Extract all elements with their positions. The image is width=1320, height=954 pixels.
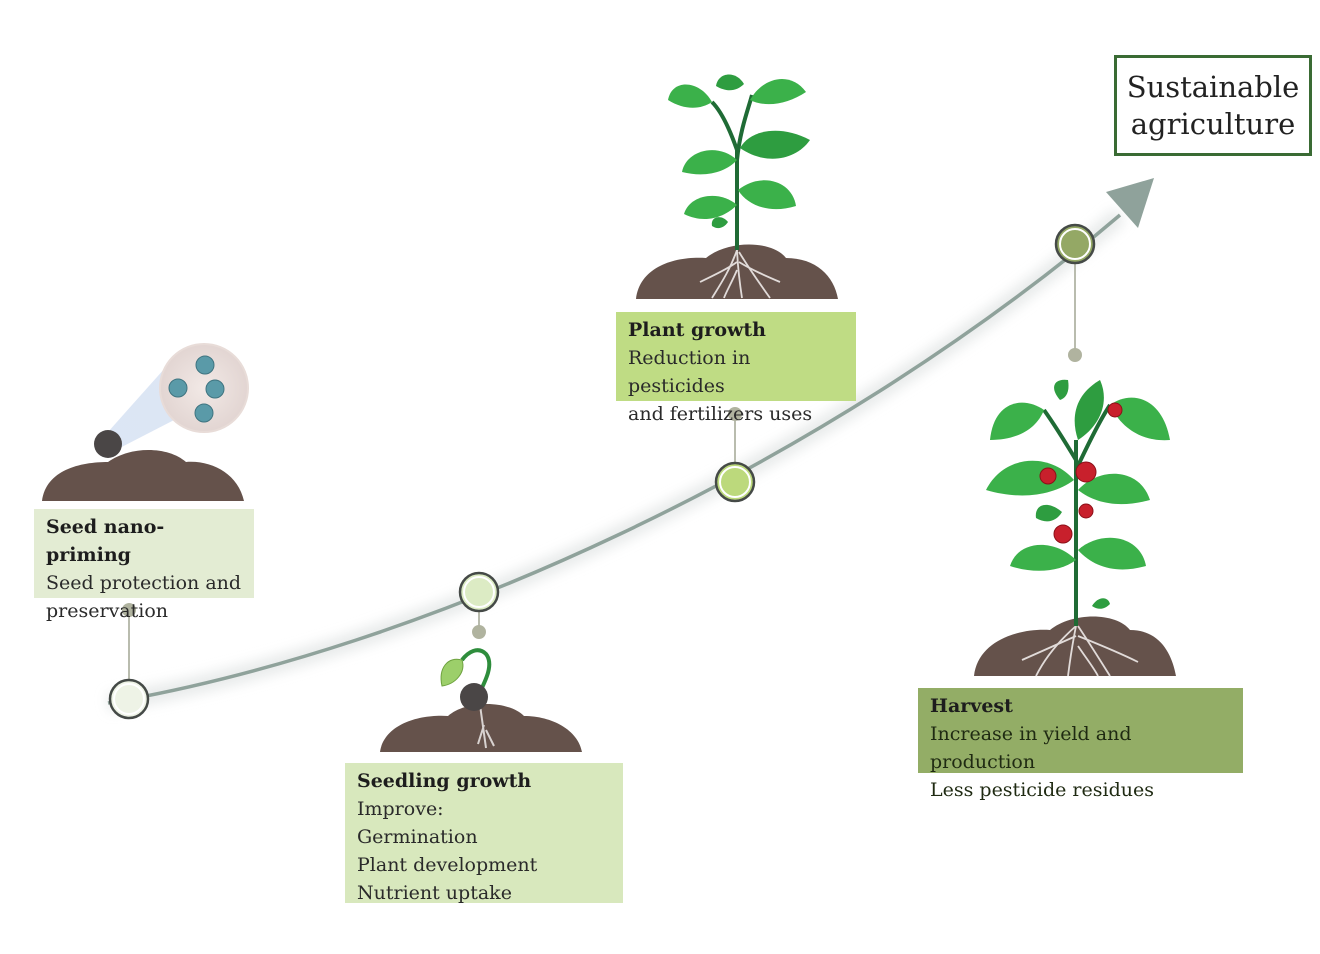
stage-box-seedling: Seedling growth Improve: Germination Pla… — [345, 763, 623, 904]
stage-line: Nutrient uptake — [357, 882, 512, 904]
stage-title-plant: Plant growth — [628, 319, 766, 341]
stage-title-harvest: Harvest — [930, 695, 1013, 717]
harvest-roots — [1021, 625, 1139, 677]
stage-line: Plant development — [357, 854, 538, 876]
seedling-leaf-icon — [440, 658, 464, 687]
stage-box-harvest: Harvest Increase in yield and production… — [918, 688, 1243, 801]
plant-illustration — [636, 74, 838, 299]
connector-dot-seed — [122, 603, 136, 617]
node-seedling — [458, 571, 500, 613]
goal-line-2: agriculture — [1130, 106, 1296, 141]
plant-leaves — [668, 74, 810, 229]
stage-line: preservation — [46, 600, 169, 622]
stage-line: Increase in yield and production — [930, 723, 1132, 773]
seedling-stem — [460, 648, 492, 697]
seedling-roots — [477, 704, 495, 749]
soil-mound-seed — [42, 450, 244, 501]
tomato-fruits — [1039, 402, 1123, 544]
harvest-illustration — [974, 379, 1176, 677]
nanoparticle — [195, 355, 215, 375]
connector-dot-plant — [728, 407, 742, 421]
goal-box: Sustainable agriculture — [1114, 55, 1312, 156]
stage-line: Reduction in pesticides — [628, 347, 751, 397]
goal-line-1: Sustainable — [1126, 69, 1300, 104]
stage-line: Improve: — [357, 798, 444, 820]
connector-dot-harvest — [1068, 348, 1082, 362]
stage-box-seed: Seed nano-priming Seed protection and pr… — [34, 509, 254, 622]
nanoparticle — [168, 378, 188, 398]
stage-box-plant: Plant growth Reduction in pesticides and… — [616, 312, 856, 425]
harvest-leaves — [986, 379, 1170, 609]
seed-illustration — [42, 343, 249, 501]
nanoparticle — [194, 403, 214, 423]
stage-title-seed: Seed nano-priming — [46, 516, 165, 566]
progress-curve — [106, 178, 1154, 712]
soil-mound-seedling — [380, 704, 582, 752]
seed-icon — [94, 430, 122, 458]
nanoparticle — [205, 379, 225, 399]
stage-title-seedling: Seedling growth — [357, 770, 532, 792]
node-harvest — [1054, 223, 1096, 265]
node-plant — [714, 461, 756, 503]
nanoparticle-bubble — [159, 343, 249, 433]
connector-dot-seedling — [472, 625, 486, 639]
seed-icon — [460, 683, 488, 711]
soil-mound-harvest — [974, 616, 1176, 676]
stage-line: Germination — [357, 826, 478, 848]
stage-line: Seed protection and — [46, 572, 242, 594]
curve-arrowhead — [1106, 178, 1154, 228]
connectors — [128, 262, 1076, 681]
stage-line: Less pesticide residues — [930, 779, 1154, 801]
seedling-illustration — [380, 648, 582, 752]
stage-line: and fertilizers uses — [628, 403, 813, 425]
node-seed — [108, 678, 150, 720]
plant-roots — [699, 249, 781, 299]
